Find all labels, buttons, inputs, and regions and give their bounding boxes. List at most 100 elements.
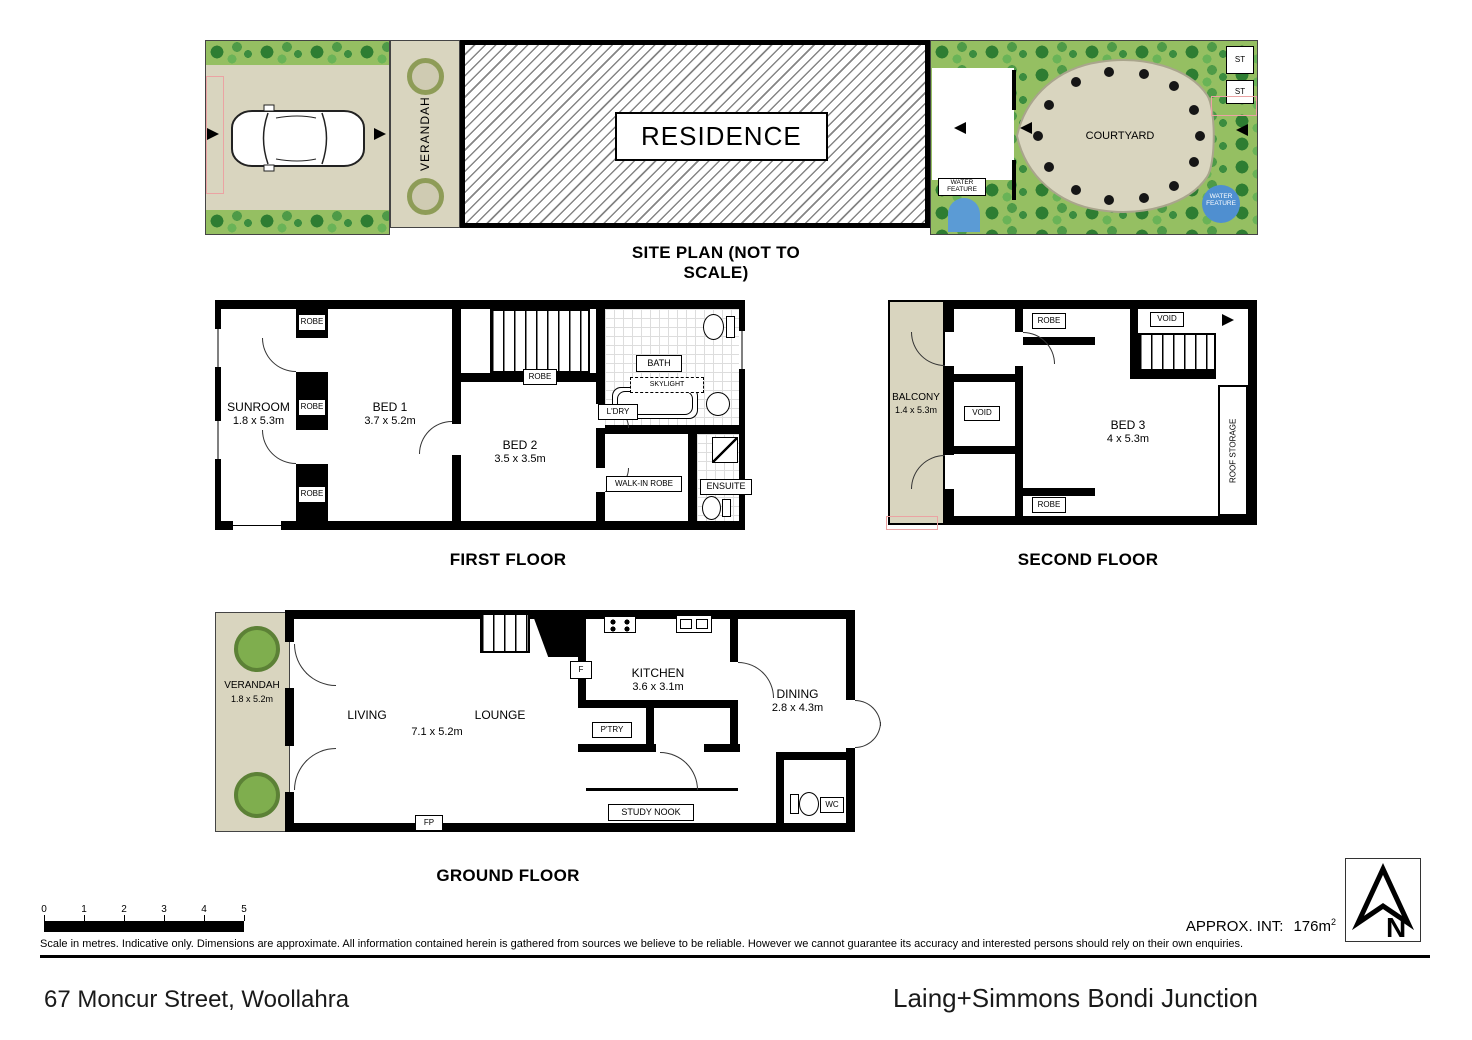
wall xyxy=(945,366,954,455)
living-label: LIVING xyxy=(347,708,387,722)
wall xyxy=(1012,160,1016,200)
storage-label: ST xyxy=(1226,80,1254,104)
roof-storage-label: ROOF STORAGE xyxy=(1228,418,1238,483)
wall xyxy=(1130,309,1138,371)
window xyxy=(215,328,221,368)
wall xyxy=(704,744,740,752)
lounge-label: LOUNGE xyxy=(474,708,526,722)
stairs xyxy=(1138,333,1216,371)
north-arrow-icon: N xyxy=(1351,863,1415,943)
window xyxy=(232,521,282,530)
wall xyxy=(945,300,954,332)
kitchen-label: KITCHEN xyxy=(631,666,685,680)
sink-bowl xyxy=(680,619,692,629)
approx-int-label: APPROX. INT: xyxy=(1185,918,1284,935)
wall xyxy=(1130,371,1216,379)
void-label: VOID xyxy=(964,406,1000,421)
robe-label: ROBE xyxy=(298,314,326,331)
divider-line xyxy=(40,955,1430,958)
robe-label: ROBE xyxy=(523,369,557,385)
scale-tick-label: 0 xyxy=(41,904,47,915)
toilet-icon xyxy=(702,496,721,520)
wall xyxy=(730,700,738,752)
dining-dims: 2.8 x 4.3m xyxy=(771,702,824,714)
entry-arrow xyxy=(1020,122,1032,134)
garden-strip xyxy=(206,41,389,65)
void-label: VOID xyxy=(1150,312,1184,327)
scale-bar-rule xyxy=(44,921,244,932)
toilet-tank xyxy=(722,499,731,517)
wall xyxy=(285,792,294,832)
bed1-dims: 3.7 x 5.2m xyxy=(364,415,416,427)
dining-label: DINING xyxy=(776,687,819,701)
door-arc xyxy=(660,752,698,790)
bath-label: BATH xyxy=(636,355,682,372)
wall xyxy=(1012,70,1016,110)
scale-tick xyxy=(244,915,245,921)
scale-tick xyxy=(204,915,205,921)
window xyxy=(739,330,745,370)
sink-bowl xyxy=(696,619,708,629)
gf-verandah-label: VERANDAH xyxy=(224,680,280,691)
wall xyxy=(730,610,738,662)
residence-label: RESIDENCE xyxy=(615,112,828,161)
scale-tick-label: 4 xyxy=(201,904,207,915)
gf-verandah-dims: 1.8 x 5.2m xyxy=(230,694,274,704)
ensuite-label: ENSUITE xyxy=(700,479,752,495)
garage-block xyxy=(205,40,390,235)
living-dims: 7.1 x 5.2m xyxy=(411,726,463,738)
second-floor-caption: SECOND FLOOR xyxy=(1017,550,1159,569)
scale-tick-label: 3 xyxy=(161,904,167,915)
wc-label: WC xyxy=(820,797,844,813)
door-arc xyxy=(262,430,296,464)
bed2-dims: 3.5 x 3.5m xyxy=(494,453,546,465)
entry-arrow xyxy=(207,128,219,140)
wall xyxy=(215,300,745,309)
tree-icon xyxy=(234,772,280,818)
robe-label: ROBE xyxy=(1032,497,1066,513)
courtyard-label: COURTYARD xyxy=(1085,130,1155,142)
window xyxy=(215,420,221,460)
annotation-box xyxy=(886,516,938,530)
north-letter: N xyxy=(1386,912,1406,941)
sunroom-dims: 1.8 x 5.3m xyxy=(232,415,285,427)
wall xyxy=(846,748,855,832)
site-plan-caption: SITE PLAN (NOT TO SCALE) xyxy=(631,243,801,282)
toilet-icon xyxy=(799,792,819,816)
north-arrow-box: N xyxy=(1345,858,1421,943)
skylight-label: SKYLIGHT xyxy=(630,377,704,393)
door-arc xyxy=(294,748,336,790)
sink-icon xyxy=(706,392,730,416)
wall xyxy=(452,382,461,424)
wall xyxy=(605,425,745,434)
wall xyxy=(215,300,221,530)
door-arc xyxy=(855,722,881,748)
wall xyxy=(646,708,654,744)
robe-label: ROBE xyxy=(298,486,326,503)
robe-label: ROBE xyxy=(298,399,326,416)
approx-int-number: 176m xyxy=(1293,918,1331,935)
wall xyxy=(945,300,1257,309)
balcony-dims: 1.4 x 5.3m xyxy=(894,405,938,415)
stair-void xyxy=(532,613,586,657)
site-verandah: VERANDAH xyxy=(390,40,460,228)
water-feature-icon xyxy=(948,198,980,232)
door-arc xyxy=(294,644,336,686)
wall xyxy=(452,309,461,373)
entry-arrow xyxy=(954,122,966,134)
stove-icon xyxy=(604,616,636,633)
wall xyxy=(596,492,605,521)
agency-name: Laing+Simmons Bondi Junction xyxy=(893,983,1258,1013)
walk-in-robe-label: WALK-IN ROBE xyxy=(606,476,682,492)
toilet-tank xyxy=(726,316,735,338)
wall xyxy=(596,309,605,404)
wall xyxy=(285,688,294,746)
study-nook-label: STUDY NOOK xyxy=(608,804,694,821)
door-gap xyxy=(296,430,328,464)
tree-icon xyxy=(407,178,444,215)
stair-arrow xyxy=(1222,314,1234,326)
wall xyxy=(215,521,745,530)
wall xyxy=(578,700,738,708)
courtyard-block: WATER FEATURE COURTYARD ST ST WATER FEAT… xyxy=(930,40,1258,235)
